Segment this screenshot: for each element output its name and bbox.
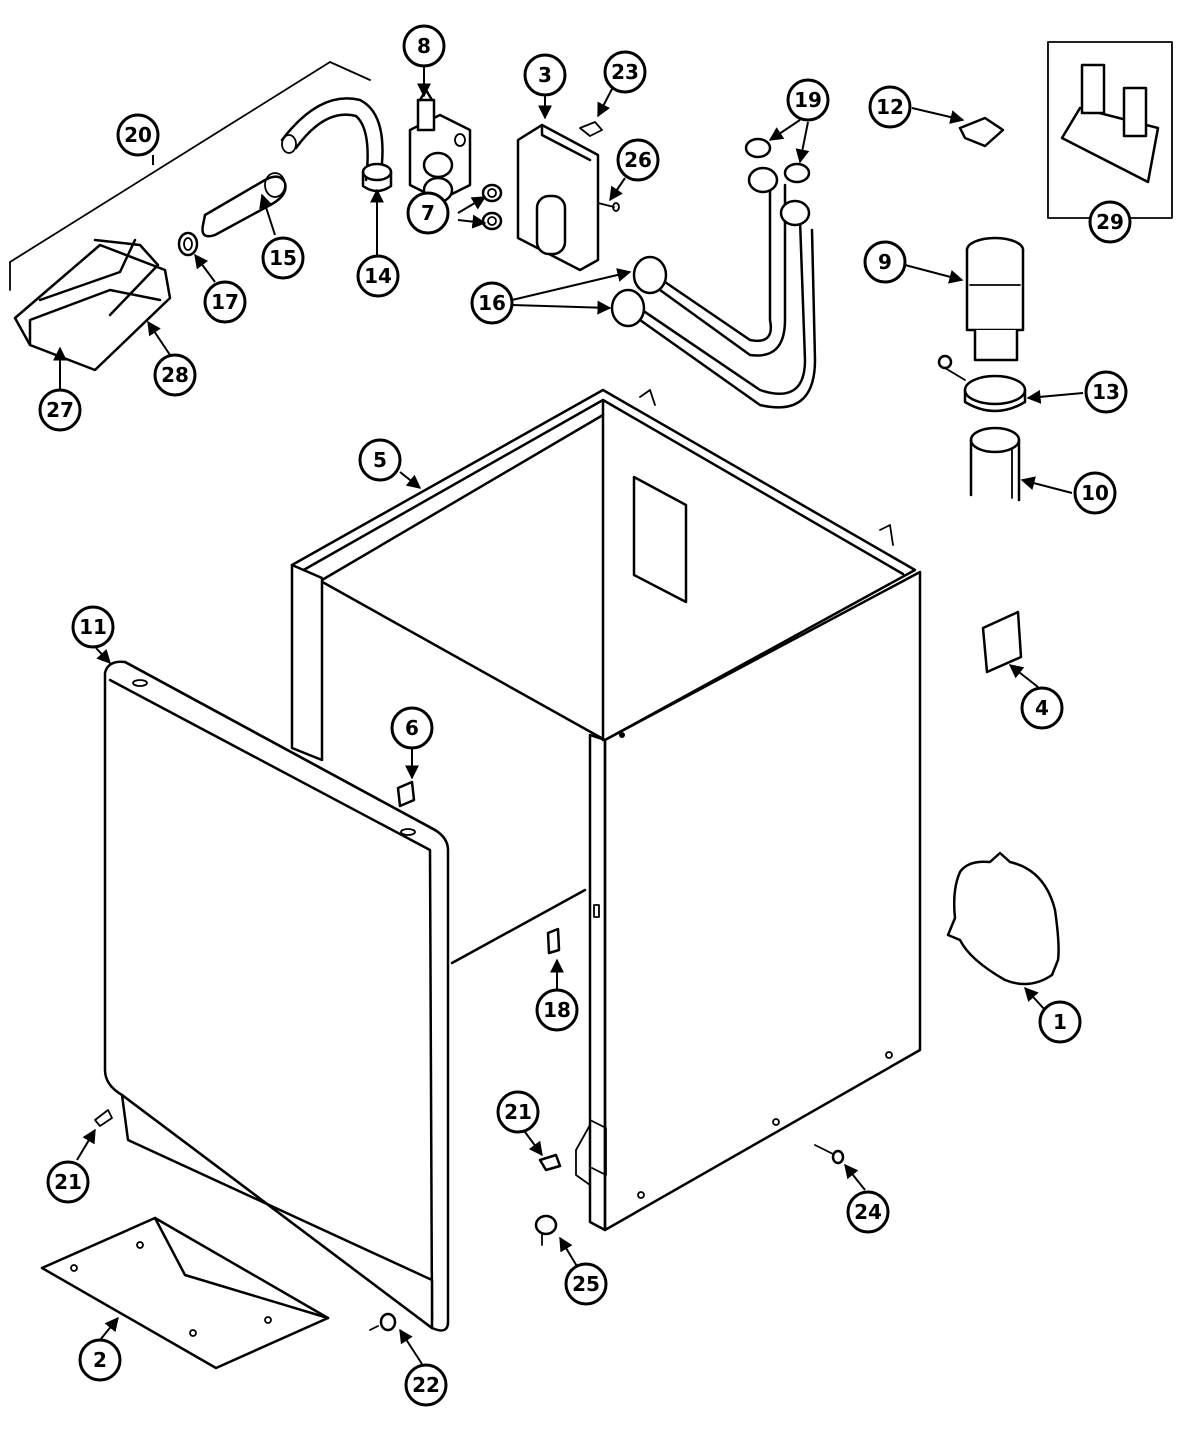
valve-bracket-3	[516, 123, 600, 272]
svg-text:26: 26	[624, 148, 652, 172]
svg-text:7: 7	[421, 201, 435, 225]
svg-text:11: 11	[79, 615, 107, 639]
fill-hose-curved	[280, 97, 384, 182]
callout-1: 1	[1038, 1000, 1082, 1044]
svg-text:8: 8	[417, 34, 431, 58]
screw-25	[534, 1214, 558, 1246]
svg-text:19: 19	[794, 88, 822, 112]
ring-17	[177, 231, 199, 257]
clip-21b	[538, 1153, 562, 1172]
svg-text:29: 29	[1096, 210, 1124, 234]
callout-12: 12	[868, 85, 912, 129]
svg-text:17: 17	[211, 290, 239, 314]
clip-6	[396, 780, 416, 808]
svg-text:5: 5	[373, 448, 387, 472]
washers-19	[744, 137, 811, 184]
callout-15: 15	[261, 236, 305, 280]
svg-text:16: 16	[478, 291, 506, 315]
svg-text:9: 9	[878, 250, 892, 274]
svg-text:2: 2	[93, 1348, 107, 1372]
svg-text:21: 21	[54, 1170, 82, 1194]
inlet-hoses-16	[610, 166, 817, 409]
front-panel	[103, 660, 450, 1332]
drain-hose-10	[969, 426, 1021, 502]
svg-text:6: 6	[405, 716, 419, 740]
svg-text:13: 13	[1092, 380, 1120, 404]
callout-18: 18	[535, 988, 579, 1032]
callout-6: 6	[390, 706, 434, 750]
callout-24: 24	[846, 1190, 890, 1234]
svg-text:18: 18	[543, 998, 571, 1022]
callout-9: 9	[863, 240, 907, 284]
callout-27: 27	[38, 388, 82, 432]
water-valve-8	[408, 88, 472, 204]
screw-22	[369, 1312, 397, 1332]
screw-23	[579, 121, 603, 137]
clip-12	[958, 116, 1005, 148]
svg-text:22: 22	[412, 1373, 440, 1397]
callout-23: 23	[603, 50, 647, 94]
console-bracket	[9, 61, 371, 372]
svg-text:12: 12	[876, 95, 904, 119]
drain-fitting-9	[965, 236, 1025, 362]
screw-26	[597, 202, 620, 212]
svg-text:3: 3	[538, 63, 552, 87]
cover-4	[981, 610, 1023, 674]
callout-2: 2	[78, 1338, 122, 1382]
inset-box-29	[1047, 41, 1173, 219]
hose-15	[201, 172, 287, 238]
svg-text:23: 23	[611, 60, 639, 84]
hose-clamp-13	[937, 354, 1027, 413]
screw-21a	[94, 1109, 113, 1127]
washers-7	[481, 183, 503, 231]
callout-10: 10	[1073, 471, 1117, 515]
callout-25: 25	[564, 1262, 608, 1306]
callout-20: 20	[116, 113, 160, 157]
svg-text:15: 15	[269, 246, 297, 270]
svg-text:25: 25	[572, 1272, 600, 1296]
callout-29: 29	[1088, 200, 1132, 244]
callout-14: 14	[356, 254, 400, 298]
callout-28: 28	[153, 353, 197, 397]
callout-16: 16	[470, 281, 514, 325]
callout-7: 7	[406, 191, 450, 235]
callout-19: 19	[786, 78, 830, 122]
callout-17: 17	[203, 280, 247, 324]
svg-text:4: 4	[1035, 696, 1049, 720]
cover-plate-1	[946, 851, 1060, 986]
leader-lines	[53, 66, 1111, 1365]
callout-5: 5	[358, 438, 402, 482]
svg-text:21: 21	[504, 1100, 532, 1124]
svg-text:24: 24	[854, 1200, 882, 1224]
svg-text:1: 1	[1053, 1010, 1067, 1034]
clamp-14	[361, 162, 393, 193]
callout-3: 3	[523, 53, 567, 97]
callout-4: 4	[1020, 686, 1064, 730]
svg-text:27: 27	[46, 398, 74, 422]
clip-18	[546, 927, 561, 955]
svg-text:20: 20	[124, 123, 152, 147]
callout-11: 11	[71, 605, 115, 649]
callout-22: 22	[404, 1363, 448, 1407]
svg-text:14: 14	[364, 264, 392, 288]
cabinet	[290, 388, 922, 1232]
toe-panel	[40, 1216, 330, 1370]
callout-26: 26	[616, 138, 660, 182]
svg-text:10: 10	[1081, 481, 1109, 505]
callout-21a: 21	[46, 1160, 90, 1204]
screw-24	[814, 1144, 845, 1165]
callout-13: 13	[1084, 370, 1128, 414]
callout-8: 8	[402, 24, 446, 68]
callout-21b: 21	[496, 1090, 540, 1134]
svg-text:28: 28	[161, 363, 189, 387]
